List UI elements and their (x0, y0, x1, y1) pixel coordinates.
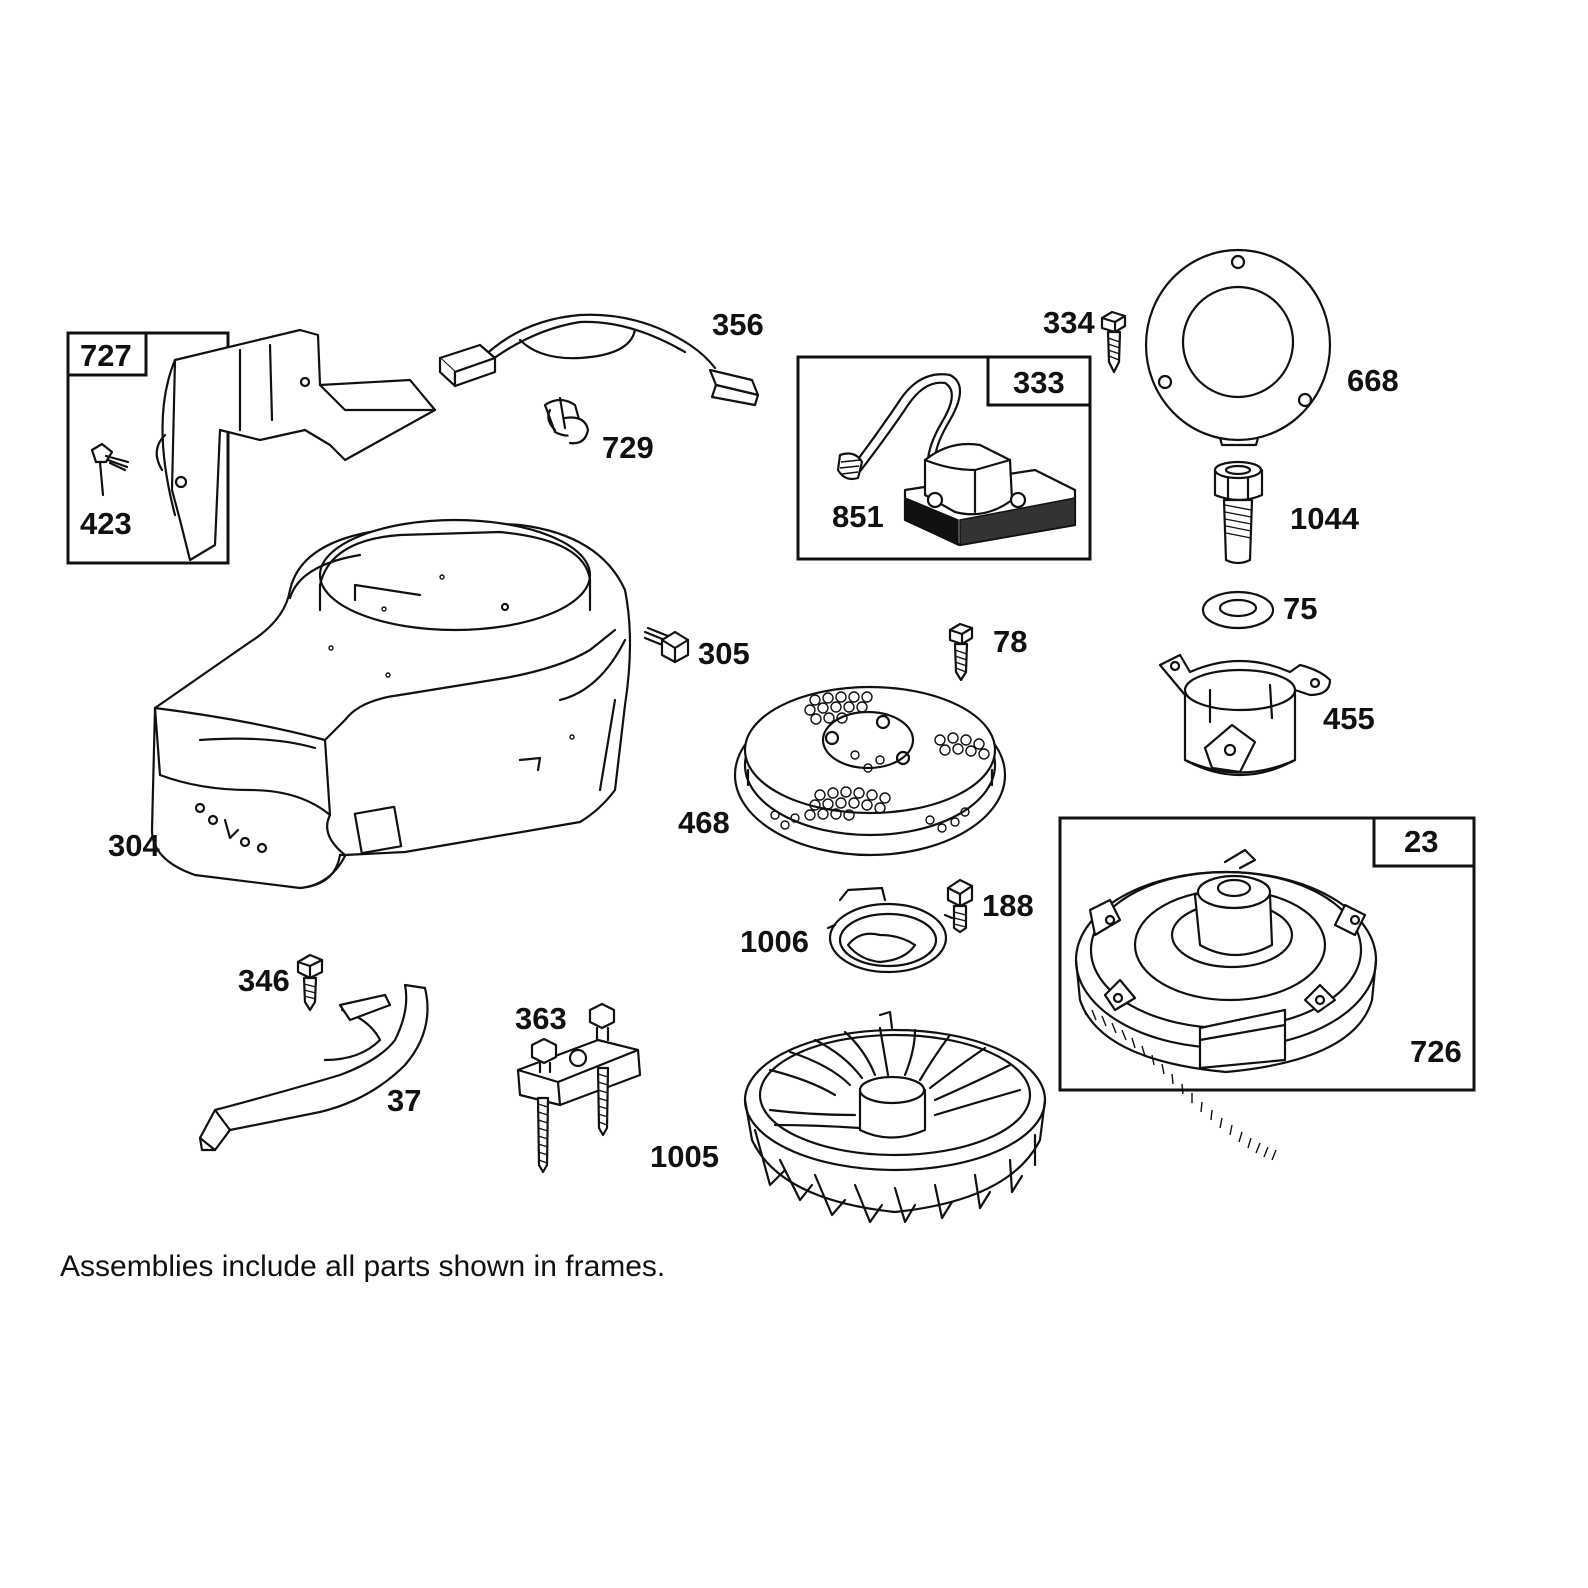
screw-188 (946, 878, 974, 934)
screw-334 (1100, 310, 1127, 374)
label-468: 468 (678, 805, 730, 840)
label-668: 668 (1347, 363, 1399, 398)
label-455: 455 (1323, 701, 1375, 736)
frame-333 (796, 355, 1092, 561)
baffle-37 (198, 983, 429, 1152)
bolt-1044 (1213, 460, 1264, 565)
label-363: 363 (515, 1001, 567, 1036)
label-305: 305 (698, 636, 750, 671)
assembly-note: Assemblies include all parts shown in fr… (60, 1250, 666, 1283)
label-78: 78 (993, 624, 1027, 659)
label-304: 304 (108, 828, 160, 863)
air-guide-part (155, 328, 437, 562)
washer-75 (1201, 590, 1275, 630)
blower-housing-304 (150, 518, 632, 890)
label-729: 729 (602, 430, 654, 465)
label-423: 423 (80, 506, 132, 541)
ring-1006 (826, 886, 954, 974)
armature-part (836, 373, 1077, 547)
label-1005: 1005 (650, 1139, 719, 1174)
label-727: 727 (80, 338, 132, 373)
label-726: 726 (1410, 1034, 1462, 1069)
label-75: 75 (1283, 591, 1317, 626)
flywheel-726 (1074, 848, 1378, 1161)
label-1006: 1006 (740, 924, 809, 959)
label-333: 333 (1013, 365, 1065, 400)
fan-1005 (743, 1010, 1047, 1224)
screw-346 (296, 953, 324, 1012)
screw-423 (90, 442, 130, 497)
cup-455 (1158, 653, 1332, 776)
screw-78 (948, 622, 974, 682)
plate-668 (1144, 248, 1332, 447)
label-851: 851 (832, 499, 884, 534)
label-23: 23 (1404, 824, 1438, 859)
screen-468 (733, 685, 1007, 857)
label-37: 37 (387, 1083, 421, 1118)
label-356: 356 (712, 307, 764, 342)
grommet-729 (543, 396, 590, 445)
ground-wire-356 (438, 313, 760, 407)
frame-727 (66, 331, 230, 565)
bracket-363 (516, 1002, 642, 1174)
label-346: 346 (238, 963, 290, 998)
label-188: 188 (982, 888, 1034, 923)
frame-23 (1058, 816, 1476, 1092)
screw-305 (643, 626, 690, 664)
label-1044: 1044 (1290, 501, 1360, 536)
label-334: 334 (1043, 305, 1095, 340)
